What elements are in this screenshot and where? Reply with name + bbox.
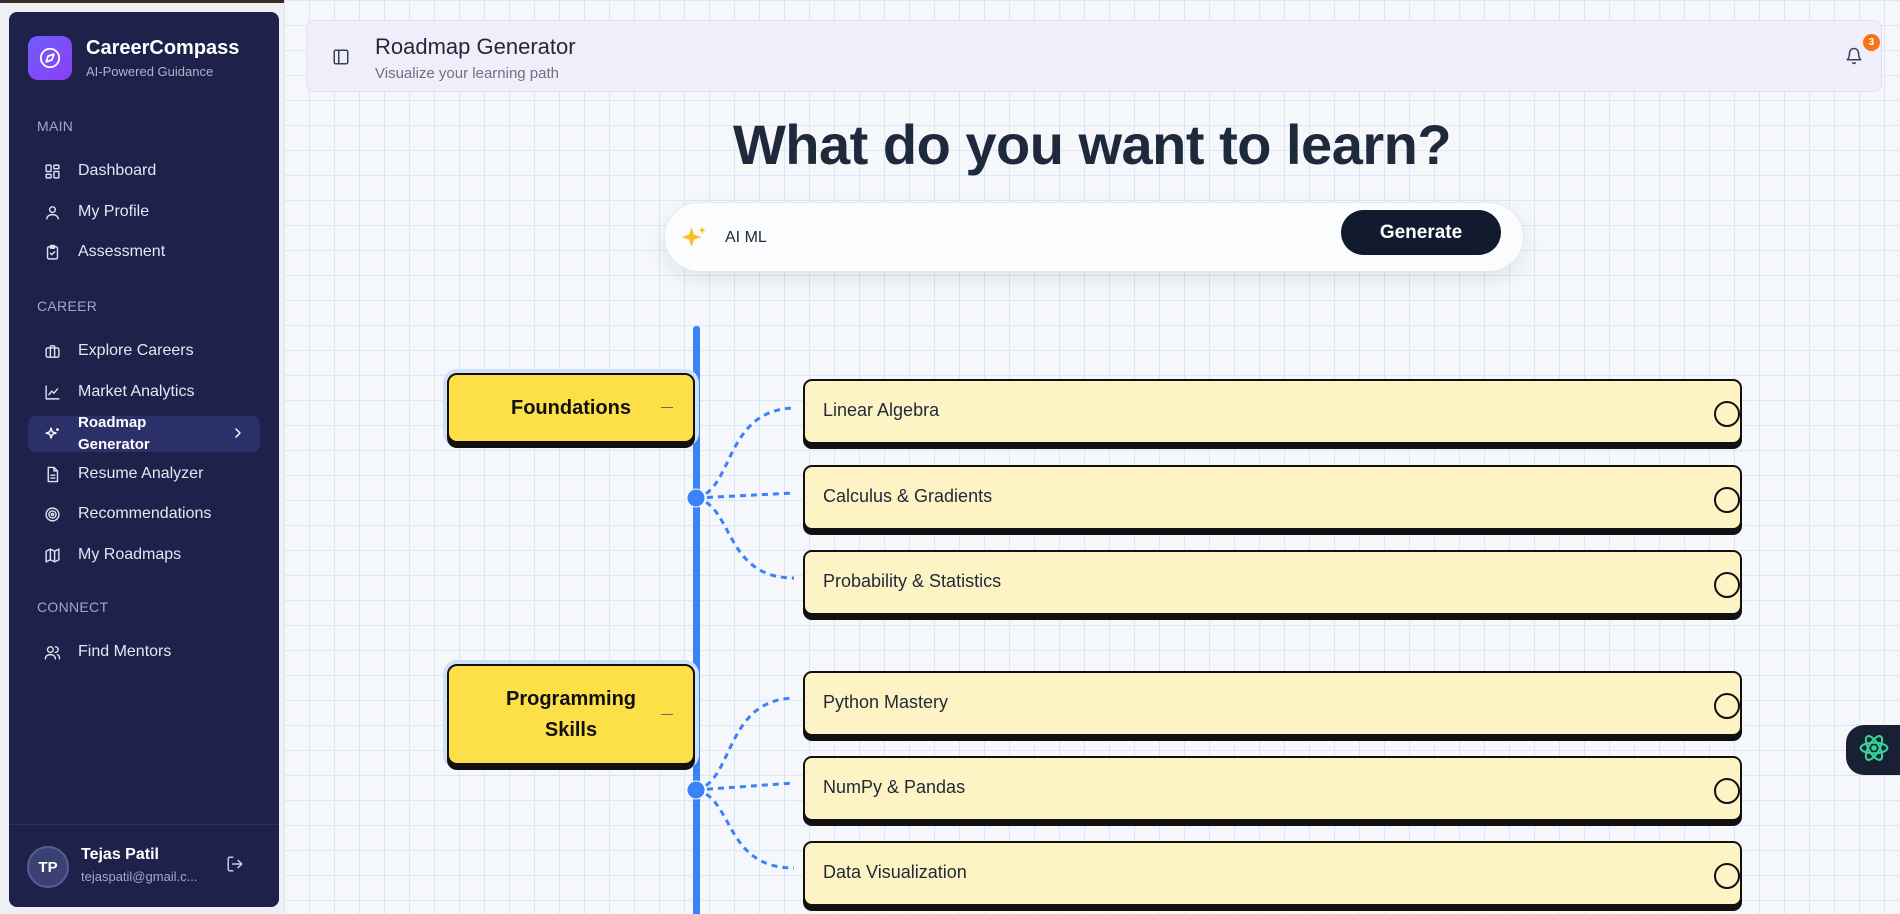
- topic-search-bar: Generate: [664, 202, 1524, 272]
- topic-label: Programming Skills: [505, 687, 637, 741]
- chevron-right-icon: [230, 425, 246, 446]
- notification-badge: 3: [1863, 34, 1880, 51]
- user-panel: TP Tejas Patil tejaspatil@gmail.c...: [9, 824, 279, 907]
- collapse-icon[interactable]: [661, 713, 673, 715]
- section-label-connect: CONNECT: [37, 599, 109, 615]
- brand-name: CareerCompass: [86, 37, 240, 59]
- page-header: Roadmap Generator Visualize your learnin…: [306, 20, 1882, 92]
- sidebar-item-label: Explore Careers: [78, 342, 194, 359]
- sidebar-item-resume-analyzer[interactable]: Resume Analyzer: [28, 456, 260, 492]
- subtopic-card[interactable]: Probability & Statistics: [803, 550, 1742, 615]
- sidebar-item-label: Dashboard: [78, 162, 157, 179]
- sidebar: CareerCompass AI-Powered Guidance MAIN D…: [9, 12, 279, 907]
- document-icon: [42, 464, 62, 484]
- user-icon: [42, 202, 62, 222]
- subtopic-card[interactable]: Calculus & Gradients: [803, 465, 1742, 530]
- avatar[interactable]: TP: [27, 846, 69, 888]
- subtopic-label: Probability & Statistics: [823, 571, 1002, 591]
- sidebar-item-explore-careers[interactable]: Explore Careers: [28, 333, 260, 369]
- roadmap-timeline: [693, 326, 700, 914]
- main-content: Roadmap Generator Visualize your learnin…: [284, 0, 1900, 914]
- sidebar-item-find-mentors[interactable]: Find Mentors: [28, 634, 260, 670]
- topic-node-programming-skills[interactable]: Programming Skills: [447, 664, 695, 765]
- sidebar-item-my-roadmaps[interactable]: My Roadmaps: [28, 537, 260, 573]
- sidebar-item-label: Assessment: [78, 243, 166, 260]
- sidebar-item-label: Roadmap Generator: [78, 414, 150, 453]
- complete-checkbox[interactable]: [1714, 487, 1740, 513]
- user-name: Tejas Patil: [81, 846, 159, 863]
- sidebar-item-label: Find Mentors: [78, 643, 172, 660]
- subtopic-label: Calculus & Gradients: [823, 486, 993, 506]
- sidebar-item-recommendations[interactable]: Recommendations: [28, 496, 260, 532]
- subtopic-label: Python Mastery: [823, 692, 949, 712]
- topic-node-foundations[interactable]: Foundations: [447, 373, 695, 443]
- grid-icon: [42, 161, 62, 181]
- section-label-career: CAREER: [37, 298, 98, 314]
- sidebar-item-label: Market Analytics: [78, 383, 195, 400]
- collapse-icon[interactable]: [661, 407, 673, 408]
- section-label-main: MAIN: [37, 118, 74, 134]
- sidebar-item-dashboard[interactable]: Dashboard: [28, 153, 260, 189]
- line-chart-icon: [42, 382, 62, 402]
- subtopic-label: Data Visualization: [823, 862, 967, 882]
- sparkles-icon: [42, 424, 62, 444]
- sidebar-item-label: My Roadmaps: [78, 546, 182, 563]
- topic-input[interactable]: [725, 221, 1325, 255]
- atom-icon: [1858, 732, 1890, 769]
- complete-checkbox[interactable]: [1714, 778, 1740, 804]
- subtopic-card[interactable]: Python Mastery: [803, 671, 1742, 736]
- sidebar-item-my-profile[interactable]: My Profile: [28, 194, 260, 230]
- sidebar-item-market-analytics[interactable]: Market Analytics: [28, 374, 260, 410]
- complete-checkbox[interactable]: [1714, 863, 1740, 889]
- subtopic-card[interactable]: Data Visualization: [803, 841, 1742, 906]
- subtopic-card[interactable]: NumPy & Pandas: [803, 756, 1742, 821]
- subtopic-label: Linear Algebra: [823, 400, 940, 420]
- compass-icon: [28, 36, 72, 80]
- generate-button[interactable]: Generate: [1341, 210, 1501, 255]
- hero-title: What do you want to learn?: [732, 113, 1452, 176]
- briefcase-icon: [42, 341, 62, 361]
- sparkles-icon: [679, 224, 709, 259]
- ai-assistant-button[interactable]: [1846, 725, 1900, 775]
- subtopic-label: NumPy & Pandas: [823, 777, 966, 797]
- page-subtitle: Visualize your learning path: [375, 65, 560, 82]
- sidebar-item-label: Resume Analyzer: [78, 465, 204, 482]
- clipboard-icon: [42, 242, 62, 262]
- map-icon: [42, 545, 62, 565]
- sidebar-item-label: Recommendations: [78, 505, 212, 522]
- complete-checkbox[interactable]: [1714, 572, 1740, 598]
- bell-icon[interactable]: [1845, 47, 1863, 70]
- complete-checkbox[interactable]: [1714, 401, 1740, 427]
- brand-tagline: AI-Powered Guidance: [86, 64, 214, 79]
- subtopic-card[interactable]: Linear Algebra: [803, 379, 1742, 444]
- sidebar-item-roadmap-generator[interactable]: Roadmap Generator: [28, 414, 260, 453]
- complete-checkbox[interactable]: [1714, 693, 1740, 719]
- sidebar-item-assessment[interactable]: Assessment: [28, 234, 260, 270]
- sidebar-toggle-icon[interactable]: [332, 48, 350, 71]
- target-icon: [42, 504, 62, 524]
- user-email: tejaspatil@gmail.c...: [81, 869, 198, 884]
- topic-label: Foundations: [511, 396, 631, 419]
- users-icon: [42, 642, 62, 662]
- page-title: Roadmap Generator: [375, 34, 576, 59]
- logout-icon[interactable]: [226, 855, 244, 878]
- sidebar-item-label: My Profile: [78, 203, 150, 220]
